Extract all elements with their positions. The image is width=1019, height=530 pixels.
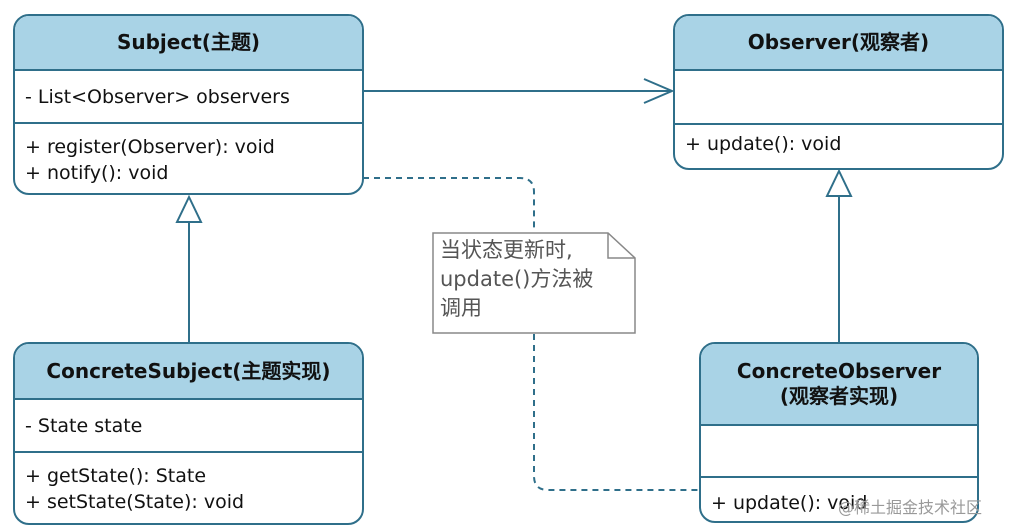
concrete-subject-operation-setstate: + setState(State): void	[25, 491, 245, 513]
note-shape	[432, 232, 636, 334]
concrete-subject-operation-getstate: + getState(): State	[25, 465, 207, 487]
note-line-1: 当状态更新时,	[440, 238, 573, 262]
association-arrowhead	[643, 78, 675, 104]
observer-class-box[interactable]: Observer(观察者) + update(): void	[673, 14, 1004, 170]
subject-operation-notify: + notify(): void	[25, 162, 169, 184]
observer-operation-update: + update(): void	[685, 133, 842, 155]
concrete-subject-class-box[interactable]: ConcreteSubject(主题实现) - State state + ge…	[13, 342, 364, 525]
subject-operations: + register(Observer): void + notify(): v…	[15, 124, 362, 186]
note-line-3: 调用	[440, 296, 482, 320]
note-link-lower	[533, 334, 700, 491]
concrete-subject-operations: + getState(): State + setState(State): v…	[15, 453, 362, 515]
concrete-observer-operations: + update(): void	[701, 478, 977, 516]
observer-operations: + update(): void	[675, 125, 1002, 157]
concrete-observer-name-line1: ConcreteObserver	[736, 359, 942, 383]
note-link-upper	[363, 177, 535, 232]
note-text: 当状态更新时, update()方法被 调用	[440, 236, 620, 323]
observer-inheritance-triangle	[825, 168, 853, 197]
uml-note[interactable]: 当状态更新时, update()方法被 调用	[432, 232, 636, 334]
subject-attribute: - List<Observer> observers	[25, 85, 290, 108]
subject-operation-register: + register(Observer): void	[25, 136, 275, 158]
concrete-observer-class-box[interactable]: ConcreteObserver (观察者实现) + update(): voi…	[699, 342, 979, 523]
concrete-observer-attributes	[701, 426, 977, 478]
concrete-observer-class-name: ConcreteObserver (观察者实现)	[701, 344, 977, 426]
observer-class-name: Observer(观察者)	[675, 16, 1002, 71]
watermark: @稀土掘金技术社区	[838, 498, 983, 517]
concrete-observer-operation-update: + update(): void	[711, 492, 868, 514]
observer-attributes	[675, 71, 1002, 125]
subject-attributes: - List<Observer> observers	[15, 71, 362, 124]
subject-inheritance-triangle	[175, 194, 203, 223]
subject-class-name: Subject(主题)	[15, 16, 362, 71]
concrete-subject-class-name: ConcreteSubject(主题实现)	[15, 344, 362, 400]
subject-class-box[interactable]: Subject(主题) - List<Observer> observers +…	[13, 14, 364, 195]
concrete-observer-name-line2: (观察者实现)	[779, 384, 899, 408]
concrete-subject-attribute: - State state	[25, 414, 143, 437]
concrete-subject-attributes: - State state	[15, 400, 362, 453]
note-line-2: update()方法被	[440, 267, 594, 291]
